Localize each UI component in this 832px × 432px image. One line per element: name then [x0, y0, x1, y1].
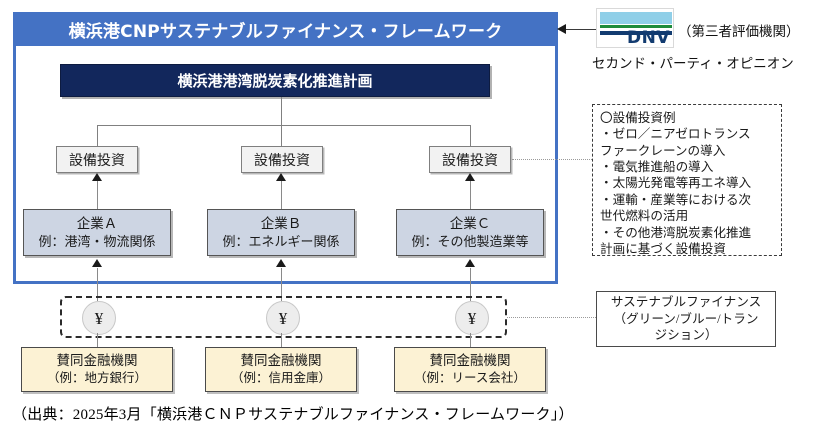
capex-examples-line-5: ・運輸・産業等における次: [600, 192, 752, 207]
connector-plan-to-bus: [281, 97, 282, 125]
capex-box-1-label: 設備投資: [69, 153, 125, 169]
company-box-c: 企業Ｃ 例：その他製造業等: [396, 209, 544, 256]
sustainable-finance-line-1: サステナブルファイナンス: [610, 295, 762, 310]
capex-examples-line-1: ・ゼロ／ニアゼロトランス: [600, 127, 751, 142]
dnv-logo: DNV: [596, 8, 674, 48]
sustainable-finance-box: サステナブルファイナンス （グリーン/ブルー/トラン ジション）: [596, 291, 776, 347]
capex-box-2: 設備投資: [241, 146, 323, 173]
capex-examples-line-2: ファークレーンの導入: [600, 143, 726, 158]
capex-examples-line-6: 世代燃料の活用: [600, 209, 689, 224]
second-party-opinion-label: セカンド・パーティ・オピニオン: [592, 56, 794, 71]
connector-bus-to-capex-1: [97, 125, 98, 146]
connector-yen-2-to-company: [281, 268, 282, 301]
connector-bus-horizontal: [97, 125, 471, 126]
connector-bank-2-to-yen: [281, 333, 282, 347]
yen-icon: ¥: [278, 308, 288, 328]
capex-box-2-label: 設備投資: [254, 153, 310, 169]
sustainable-finance-line-2: （グリーン/ブルー/トラン: [613, 311, 759, 326]
company-c-name: 企業Ｃ: [449, 215, 491, 231]
capex-examples-box: 〇設備投資例 ・ゼロ／ニアゼロトランス ファークレーンの導入 ・電気推進船の導入…: [592, 104, 782, 256]
plan-box-title: 横浜港港湾脱炭素化推進計画: [177, 72, 373, 90]
capex-examples-line-3: ・電気推進船の導入: [600, 160, 714, 175]
company-b-example: 例：エネルギー関係: [222, 233, 340, 249]
company-box-b: 企業Ｂ 例：エネルギー関係: [207, 209, 355, 256]
yen-node-3: ¥: [455, 301, 489, 335]
arrowhead-company-2-to-capex: [276, 173, 286, 181]
bank-2-example: （例：信用金庫）: [230, 371, 331, 386]
company-a-example: 例：港湾・物流関係: [38, 233, 156, 249]
arrowhead-yen-1-to-company: [92, 259, 102, 267]
company-box-a: 企業Ａ 例：港湾・物流関係: [23, 209, 171, 256]
capex-examples-line-7: ・その他港湾脱炭素化推進: [600, 225, 752, 240]
sustainable-finance-band: [60, 296, 507, 338]
company-c-example: 例：その他製造業等: [411, 233, 529, 249]
connector-bank-3-to-yen: [470, 333, 471, 347]
bank-3-name: 賛同金融機関: [429, 352, 511, 368]
connector-company-1-to-capex: [97, 181, 98, 209]
dnv-logo-band-green: [600, 25, 672, 28]
bank-2-name: 賛同金融機関: [240, 352, 322, 368]
capex-box-3: 設備投資: [429, 146, 511, 173]
yen-node-2: ¥: [266, 301, 300, 335]
capex-examples-leader-line: [512, 159, 592, 160]
capex-examples-heading: 〇設備投資例: [600, 111, 676, 125]
connector-company-2-to-capex: [281, 181, 282, 209]
connector-bus-to-capex-2: [281, 125, 282, 146]
dnv-leader-arrowhead: [557, 24, 566, 34]
yen-icon: ¥: [467, 308, 477, 328]
bank-1-name: 賛同金融機関: [56, 352, 138, 368]
sustainable-finance-leader-line: [507, 317, 596, 318]
decarbonization-plan-box: 横浜港港湾脱炭素化推進計画: [60, 64, 490, 97]
sustainable-finance-line-3: ジション）: [654, 328, 718, 343]
dnv-leader-line: [566, 29, 596, 30]
dnv-role-note: （第三者評価機関）: [678, 24, 800, 39]
arrowhead-company-3-to-capex: [465, 173, 475, 181]
bank-box-1: 賛同金融機関 （例：地方銀行）: [21, 347, 173, 392]
capex-box-1: 設備投資: [56, 146, 138, 173]
bank-box-3: 賛同金融機関 （例：リース会社）: [394, 347, 546, 392]
arrowhead-yen-3-to-company: [465, 259, 475, 267]
company-b-name: 企業Ｂ: [260, 215, 302, 231]
capex-examples-line-4: ・太陽光発電等再エネ導入: [600, 176, 752, 191]
capex-examples-line-8: 計画に基づく設備投資: [600, 241, 726, 256]
bank-3-example: （例：リース会社）: [414, 371, 526, 386]
arrowhead-company-1-to-capex: [92, 173, 102, 181]
connector-bus-to-capex-3: [470, 125, 471, 146]
arrowhead-yen-2-to-company: [276, 259, 286, 267]
company-a-name: 企業Ａ: [76, 215, 118, 231]
dnv-logo-band-navy: [600, 31, 672, 35]
connector-company-3-to-capex: [470, 181, 471, 209]
framework-title: 横浜港CNPサステナブルファイナンス・フレームワーク: [68, 21, 503, 42]
dnv-logo-band-lightblue: [600, 12, 672, 24]
yen-node-1: ¥: [82, 301, 116, 335]
source-caption: （出典：2025年3月「横浜港ＣＮＰサステナブルファイナンス・フレームワーク」）: [12, 407, 574, 423]
yen-icon: ¥: [94, 308, 104, 328]
connector-bank-1-to-yen: [97, 333, 98, 347]
dnv-wordmark: DNV: [627, 28, 670, 48]
connector-yen-3-to-company: [470, 268, 471, 301]
capex-box-3-label: 設備投資: [442, 153, 498, 169]
connector-yen-1-to-company: [97, 268, 98, 301]
framework-header: 横浜港CNPサステナブルファイナンス・フレームワーク: [13, 12, 558, 46]
bank-1-example: （例：地方銀行）: [46, 371, 147, 386]
bank-box-2: 賛同金融機関 （例：信用金庫）: [205, 347, 357, 392]
